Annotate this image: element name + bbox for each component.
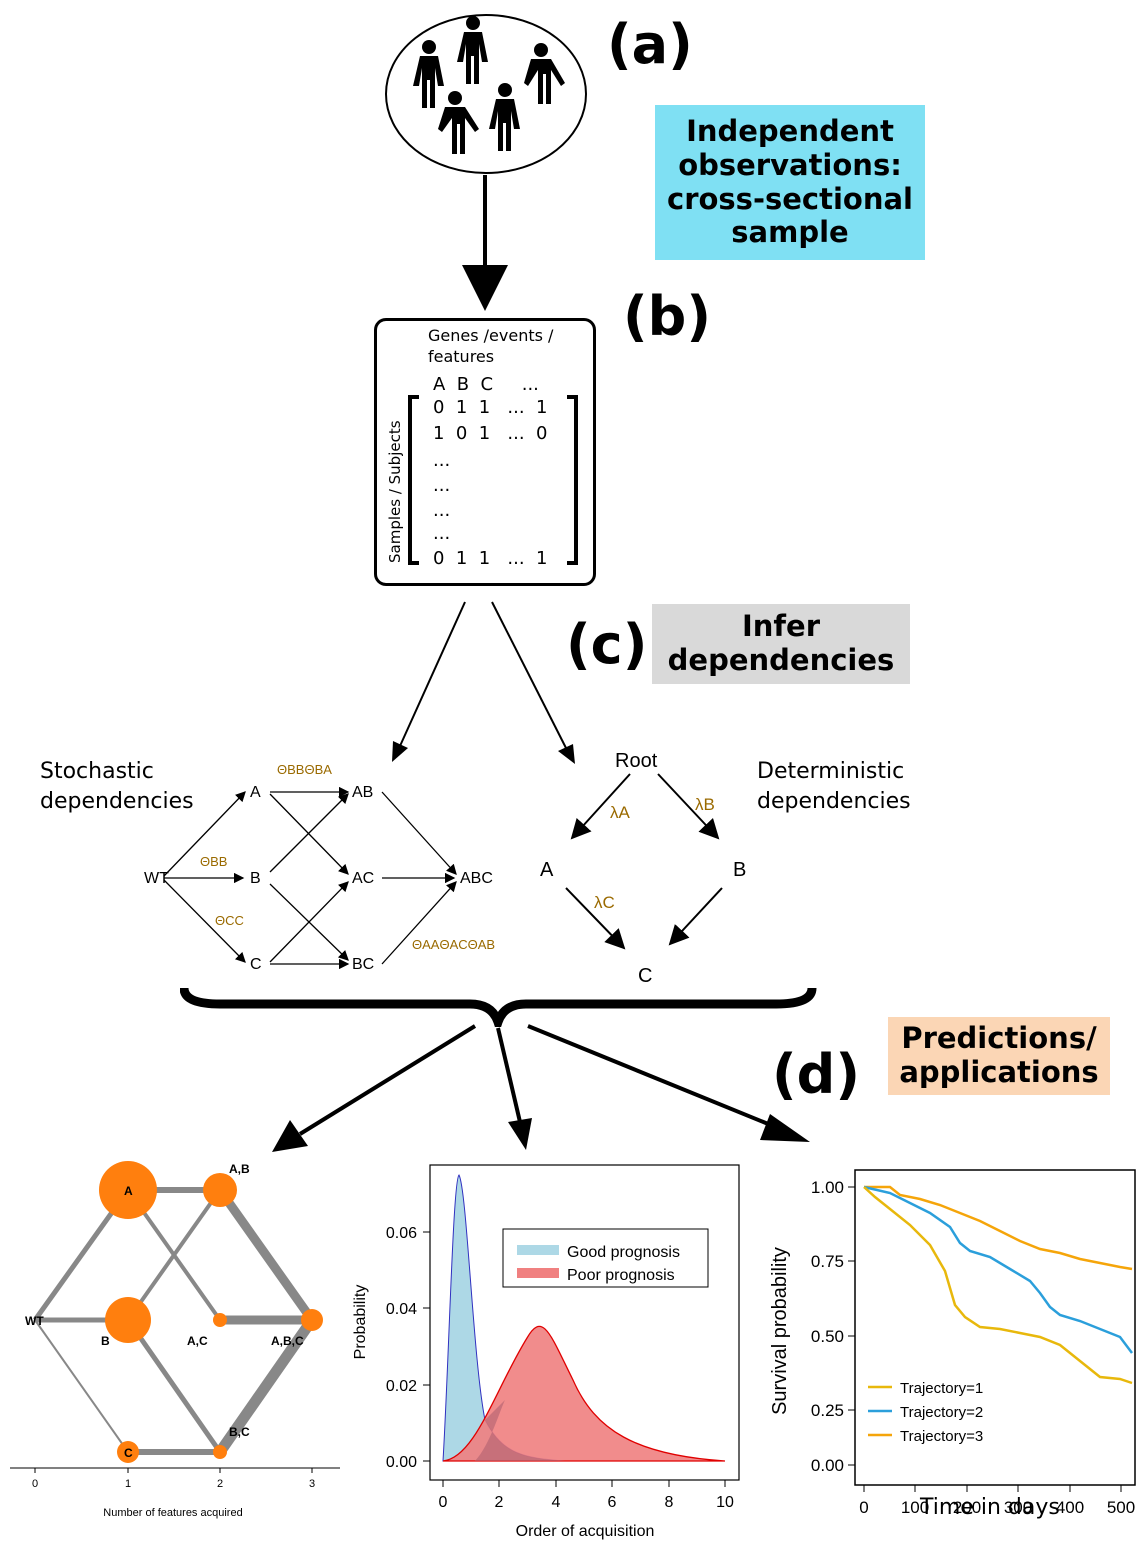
density-ylabel: Probability (352, 1285, 369, 1360)
param-lc: λC (594, 893, 615, 912)
graph-node-b: B (101, 1334, 110, 1348)
det-node-c: C (638, 965, 652, 987)
predictions-box: Predictions/ applications (888, 1017, 1110, 1095)
node-ab: AB (352, 784, 373, 801)
graph-node-ac: A,C (187, 1334, 208, 1348)
matrix-row: ... (433, 475, 451, 496)
graph-tick: 1 (125, 1478, 131, 1490)
density-xtick: 8 (665, 1494, 674, 1511)
arrow-a-to-b (462, 175, 508, 311)
matrix-header: Genes /events / features (428, 326, 554, 366)
arrows-b-to-c (392, 601, 575, 764)
data-matrix-box (374, 318, 596, 586)
survival-xtick: 100 (901, 1498, 929, 1517)
graph-node-a: A (124, 1184, 133, 1198)
matrix-row: ... (433, 523, 451, 544)
param-bottom: ΘAAΘACΘAB (412, 937, 495, 952)
graph-tick: 3 (309, 1478, 315, 1490)
param-lb: λB (695, 795, 715, 814)
survival-xlabel: Time in days (920, 1495, 1060, 1520)
density-xtick: 2 (495, 1494, 504, 1511)
survival-legend-2: Trajectory=2 (900, 1404, 983, 1421)
matrix-row: 0 1 1 ... 1 (433, 548, 548, 569)
curly-brace (180, 987, 817, 1027)
survival-ytick: 0.75 (811, 1252, 844, 1271)
graph-xlabel: Number of features acquired (103, 1507, 242, 1519)
panel-label-a: (a) (607, 13, 693, 76)
matrix-brackets (408, 395, 578, 565)
density-ytick: 0.00 (386, 1454, 417, 1471)
density-ytick: 0.02 (386, 1378, 417, 1395)
arrows-c-to-d (272, 1024, 810, 1152)
param-wt-c: ΘCC (215, 913, 244, 928)
graph-node-ab: A,B (229, 1162, 250, 1176)
cpm-graph-plot: A A,B WT B A,C A,B,C C B,C 0 1 2 3 Numbe… (10, 1161, 340, 1519)
density-xlabel: Order of acquisition (516, 1523, 655, 1540)
stochastic-graph: WT A B C AB AC BC ABC ΘBBΘBA ΘBB ΘCC ΘAA… (144, 762, 495, 973)
matrix-row: ... (433, 500, 451, 521)
graph-node-wt: WT (25, 1314, 44, 1328)
density-plot: Good prognosis Poor prognosis 0 2 4 6 8 … (352, 1164, 740, 1540)
node-wt: WT (144, 870, 169, 887)
param-wt-b: ΘBB (200, 854, 227, 869)
graph-node-bc: B,C (229, 1425, 250, 1439)
det-node-a: A (540, 859, 554, 881)
node-abc: ABC (460, 870, 493, 887)
panel-label-c: (c) (566, 613, 648, 676)
panel-label-b: (b) (623, 285, 712, 348)
density-ytick: 0.04 (386, 1301, 417, 1318)
survival-xtick: 400 (1056, 1498, 1084, 1517)
survival-ytick: 1.00 (811, 1178, 844, 1197)
people-icon (413, 16, 565, 154)
survival-legend-1: Trajectory=1 (900, 1380, 983, 1397)
graph-tick: 0 (32, 1478, 38, 1490)
population-ellipse (385, 14, 587, 174)
deterministic-graph: Root A B C λA λB λC (540, 750, 746, 987)
survival-ytick: 0.25 (811, 1401, 844, 1420)
survival-legend-3: Trajectory=3 (900, 1428, 983, 1445)
matrix-row: ... (433, 450, 451, 471)
survival-xtick: 500 (1107, 1498, 1135, 1517)
density-xtick: 4 (552, 1494, 561, 1511)
density-legend-poor: Poor prognosis (567, 1267, 675, 1284)
param-top: ΘBBΘBA (277, 762, 332, 777)
node-b: B (250, 870, 261, 887)
survival-ytick: 0.00 (811, 1456, 844, 1475)
det-node-b: B (733, 859, 746, 881)
node-bc: BC (352, 956, 374, 973)
graph-node-c: C (124, 1446, 133, 1460)
node-a: A (250, 784, 261, 801)
density-xtick: 10 (716, 1494, 734, 1511)
matrix-row-label: Samples / Subjects (386, 420, 404, 563)
det-node-root: Root (615, 750, 658, 772)
graph-tick: 2 (217, 1478, 223, 1490)
density-xtick: 6 (608, 1494, 617, 1511)
matrix-columns: A B C ... (433, 374, 539, 395)
deterministic-title: Deterministic dependencies (757, 759, 911, 814)
survival-plot: Trajectory=1 Trajectory=2 Trajectory=3 0… (769, 1169, 1136, 1517)
survival-xtick: 0 (859, 1498, 868, 1517)
graph-node-abc: A,B,C (271, 1334, 304, 1348)
node-ac: AC (352, 870, 374, 887)
param-la: λA (610, 803, 631, 822)
survival-xtick: 200 (953, 1498, 981, 1517)
survival-ylabel: Survival probability (769, 1247, 791, 1415)
infer-dependencies-box: Infer dependencies (652, 604, 910, 684)
survival-ytick: 0.50 (811, 1327, 844, 1346)
node-c: C (250, 956, 262, 973)
density-ytick: 0.06 (386, 1225, 417, 1242)
density-xtick: 0 (439, 1494, 448, 1511)
survival-xtick: 300 (1004, 1498, 1032, 1517)
matrix-row: 1 0 1 ... 0 (433, 423, 548, 444)
matrix-row: 0 1 1 ... 1 (433, 397, 548, 418)
density-legend-good: Good prognosis (567, 1244, 680, 1261)
stochastic-title: Stochastic dependencies (40, 759, 194, 814)
independent-observations-box: Independent observations: cross-sectiona… (655, 105, 925, 260)
panel-label-d: (d) (772, 1043, 861, 1106)
